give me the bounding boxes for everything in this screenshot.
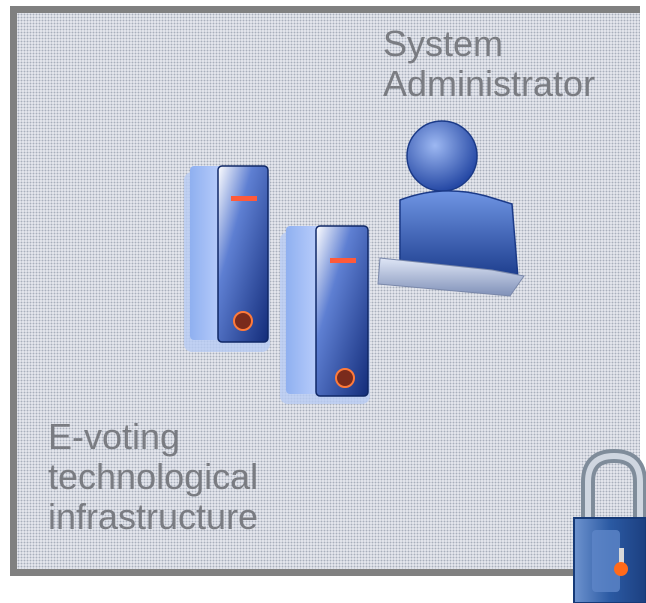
- user-at-workstation-icon: [377, 120, 525, 297]
- infra-label-line: E-voting: [48, 416, 181, 457]
- admin-label-line: Administrator: [383, 63, 596, 104]
- infra-label-line: technological: [48, 456, 259, 497]
- system-administrator-label: System Administrator: [383, 24, 595, 104]
- infrastructure-label: E-voting technological infrastructure: [48, 417, 258, 537]
- server-tower-icon: [280, 225, 370, 404]
- server-tower-icon: [184, 165, 270, 352]
- padlock-icon: [573, 448, 646, 603]
- admin-label-line: System: [383, 23, 504, 64]
- infra-label-line: infrastructure: [48, 496, 259, 537]
